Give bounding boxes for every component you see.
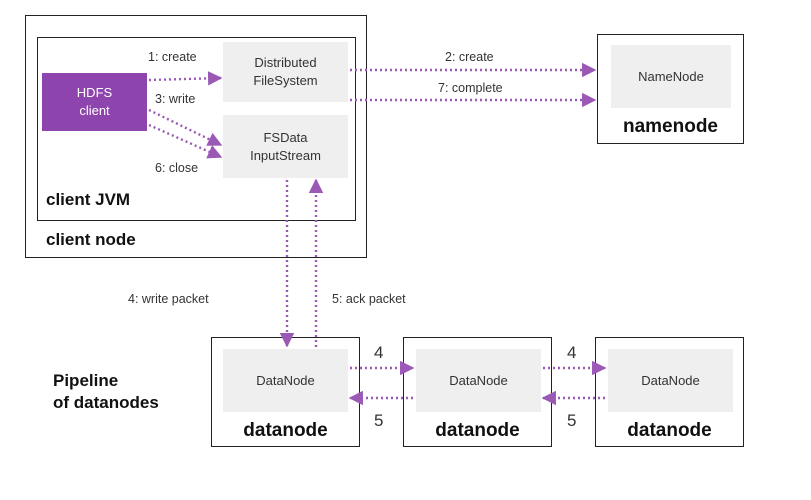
datanode-inner-2: DataNode	[416, 349, 541, 412]
datanode-label-2: datanode	[435, 420, 520, 441]
fsdata-inputstream: FSData InputStream	[223, 115, 348, 178]
namenode-inner: NameNode	[611, 45, 731, 108]
arrow-close-6	[148, 123, 223, 159]
step-create-2: 2: create	[445, 50, 494, 64]
client-jvm-label: client JVM	[46, 190, 131, 209]
datanode-inner-3: DataNode	[608, 349, 733, 412]
step-fwd-a: 4	[374, 343, 384, 362]
step-ack-a: 5	[374, 411, 384, 430]
datanode-label-1: datanode	[243, 420, 328, 441]
arrow-create-1	[148, 71, 223, 86]
distributed-filesystem: Distributed FileSystem	[223, 42, 348, 102]
pipeline-label: Pipeline of datanodes	[53, 371, 159, 413]
step-write-3: 3: write	[155, 92, 196, 106]
step-ack-b: 5	[567, 411, 577, 430]
step-complete-7: 7: complete	[438, 81, 503, 95]
arrow-write-3	[148, 108, 223, 147]
step-write-packet-4: 4: write packet	[128, 292, 209, 306]
step-close-6: 6: close	[155, 161, 199, 175]
datanode-inner-1: DataNode	[223, 349, 348, 412]
namenode-label: namenode	[622, 116, 719, 137]
step-create-1: 1: create	[148, 50, 197, 64]
datanode-label-3: datanode	[627, 420, 712, 441]
step-fwd-b: 4	[567, 343, 577, 362]
step-ack-packet-5: 5: ack packet	[332, 292, 406, 306]
client-node-label: client node	[46, 230, 136, 249]
hdfs-client: HDFS client	[42, 73, 147, 131]
